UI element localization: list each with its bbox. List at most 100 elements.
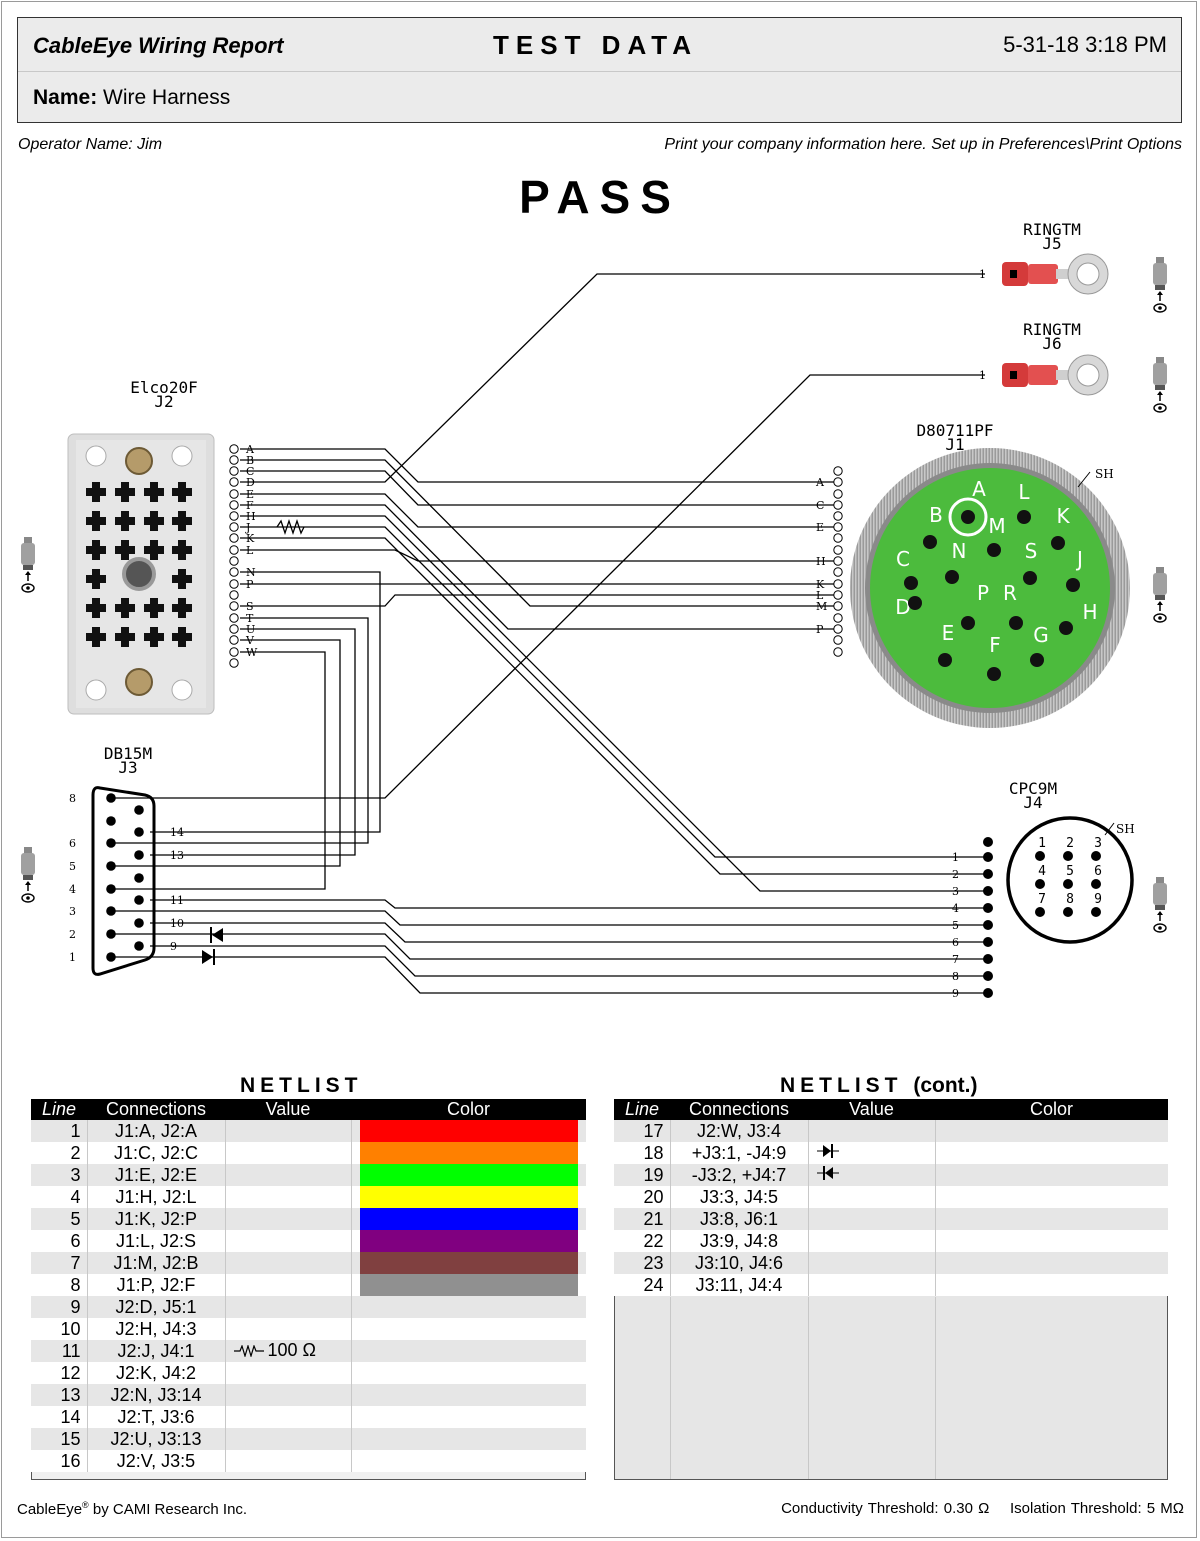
value-cell: 100 Ω [224, 1340, 351, 1362]
j2-pin [229, 601, 239, 611]
wire [150, 628, 356, 856]
color-cell [934, 1186, 1168, 1208]
connections-cell: J1:K, J2:P [86, 1208, 225, 1230]
j4-face-pin [1035, 851, 1045, 861]
j2-ref-label: J2 [154, 392, 173, 411]
elco-cavity [86, 482, 106, 502]
j1-pin [833, 556, 843, 566]
j6-type-label: RINGTM [1023, 320, 1081, 339]
elco-cavity [115, 598, 135, 618]
reg-mark: ® [82, 1500, 89, 1510]
color-cell [934, 1142, 1168, 1164]
line-number-cell: 9 [31, 1296, 87, 1318]
j2-pin-label: L [246, 544, 254, 557]
j2-pin [229, 556, 239, 566]
j1-pin-label: M [816, 600, 827, 613]
j1-face-socket [923, 535, 937, 549]
elco-cavity [115, 627, 135, 647]
diode-reverse-icon [816, 1165, 839, 1186]
wire [115, 651, 326, 890]
color-cell [350, 1142, 586, 1164]
value-cell [224, 1274, 351, 1296]
col-color-header: Color [351, 1099, 586, 1120]
j3-pin-label: 1 [69, 951, 76, 964]
connections-cell: J2:J, J4:1 [86, 1340, 225, 1362]
elco-cavity [144, 627, 164, 647]
j1-face-pin-label: S [1025, 539, 1038, 563]
j3-pin [134, 873, 144, 883]
j1-face-socket [987, 543, 1001, 557]
col-value-header: Value [225, 1099, 351, 1120]
wire [240, 549, 835, 562]
value-cell [807, 1208, 935, 1230]
brand-suffix: by CAMI Research Inc. [88, 1501, 248, 1518]
netlist-cont-header-row: Line Connections Value Color [614, 1099, 1168, 1120]
j1-pin [833, 466, 843, 476]
j1-face-pin-label: G [1033, 623, 1049, 647]
value-cell [224, 1164, 351, 1186]
j2-pin-label: T [246, 612, 254, 625]
j4-type-label: CPC9M [1009, 779, 1057, 798]
wire [240, 515, 985, 892]
report-title: CableEye Wiring Report [33, 33, 284, 58]
j2-pin-label: S [246, 600, 254, 613]
cable-probe-icon[interactable] [21, 537, 35, 593]
wire [240, 459, 835, 607]
j4-pin-label: 8 [952, 970, 959, 983]
elco-cavity [144, 511, 164, 531]
cable-probe-icon[interactable] [1153, 567, 1167, 623]
j2-pin-label: A [245, 443, 255, 456]
color-cell [934, 1208, 1168, 1230]
j3-pin [106, 816, 116, 826]
cable-probe-icon[interactable] [21, 847, 35, 903]
j1-face-socket [938, 653, 952, 667]
j2-pin [229, 444, 239, 454]
netlist-cont-row: 19-J3:2, +J4:7 [614, 1164, 1168, 1186]
j2-pin-label: J [245, 521, 250, 534]
j4-pin [983, 886, 993, 896]
cont-divider-3 [935, 1297, 936, 1479]
report-datetime: 5-31-18 3:18 PM [1003, 32, 1167, 57]
cable-probe-icon[interactable] [1153, 357, 1167, 413]
j1-face-pin-label: F [989, 633, 1001, 657]
j1-face-socket [908, 596, 922, 610]
j4-face-pin-label: 2 [1066, 836, 1074, 851]
j1-pin [833, 567, 843, 577]
color-cell [350, 1384, 586, 1406]
j1-pin [833, 489, 843, 499]
cable-probe-icon[interactable] [1153, 877, 1167, 933]
ring-terminal-j6 [1002, 354, 1109, 396]
elco-cavity [115, 540, 135, 560]
line-number-cell: 22 [614, 1230, 670, 1252]
j1-pin-label: C [816, 499, 824, 512]
color-cell [350, 1120, 586, 1142]
cont-col-line-header: Line [614, 1099, 670, 1120]
line-number-cell: 12 [31, 1362, 87, 1384]
j1-pin [833, 635, 843, 645]
connections-cell: J1:A, J2:A [86, 1120, 225, 1142]
wire [115, 617, 369, 844]
wire [240, 470, 835, 506]
j3-ref-label: J3 [118, 758, 137, 777]
wire [150, 899, 985, 909]
j1-pin [833, 500, 843, 510]
j2-pin [229, 533, 239, 543]
wire [150, 922, 985, 943]
j4-pin [983, 937, 993, 947]
j1-ref-label: J1 [945, 435, 964, 454]
j4-pin [983, 954, 993, 964]
j2-pin-label: H [246, 510, 256, 523]
color-swatch [359, 1252, 578, 1274]
color-cell [934, 1164, 1168, 1186]
wire [115, 910, 985, 926]
color-swatch [359, 1208, 578, 1230]
cable-probe-icon[interactable] [1153, 257, 1167, 313]
line-number-cell: 23 [614, 1252, 670, 1274]
